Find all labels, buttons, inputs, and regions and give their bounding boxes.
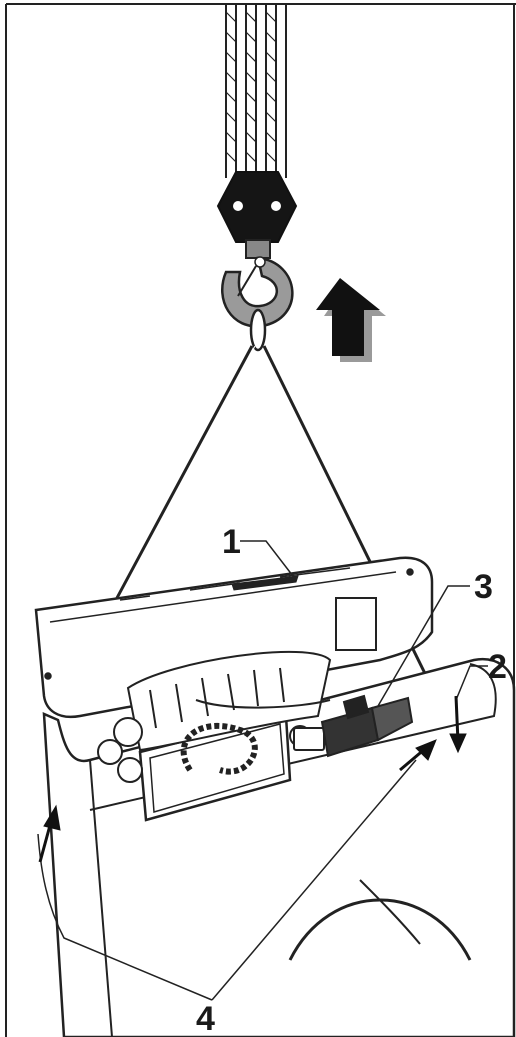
- callout-leaders: [37, 540, 488, 1001]
- machine-internals: [97, 650, 332, 783]
- open-lid: [34, 556, 434, 719]
- crane-ropes: [225, 4, 287, 178]
- lift-direction-arrow-icon: [316, 278, 386, 362]
- lifting-point-arrows: [38, 695, 467, 863]
- callout-1-lid-label: 1: [222, 523, 241, 561]
- callout-4-lifting-points-label: 4: [196, 1000, 215, 1037]
- crane-hook-icon: [221, 239, 294, 352]
- callout-3-connector-label: 3: [474, 568, 493, 606]
- callout-2-compartment-label: 2: [488, 648, 507, 686]
- hook-block: [216, 171, 298, 243]
- connector-plug: [320, 694, 414, 758]
